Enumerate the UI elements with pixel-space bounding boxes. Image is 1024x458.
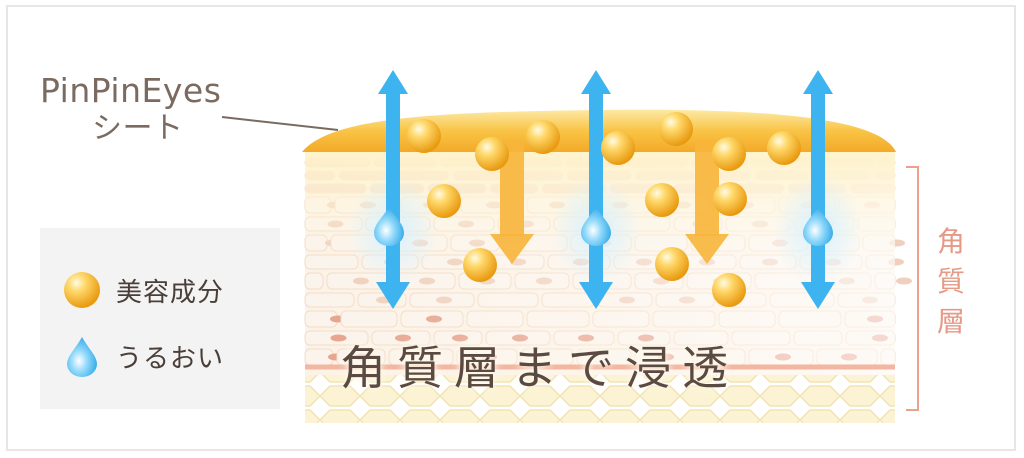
legend-label-moisture: うるおい xyxy=(116,343,225,374)
golden-sphere-icon xyxy=(712,137,746,171)
stratum-label-char: 角 xyxy=(936,225,965,258)
stratum-bracket xyxy=(906,166,919,411)
water-drop-icon xyxy=(67,337,97,377)
golden-sphere-icon xyxy=(601,131,635,165)
water-drop-icon xyxy=(803,207,833,246)
golden-sphere-icon xyxy=(526,120,560,154)
golden-sphere-icon xyxy=(712,273,746,307)
legend-label-ingredient: 美容成分 xyxy=(116,277,225,308)
stratum-label-char: 層 xyxy=(936,305,965,338)
sheet-label-name: PinPinEyes xyxy=(40,71,222,110)
golden-sphere-icon xyxy=(655,247,689,281)
legend-panel: 美容成分 うるおい xyxy=(40,228,280,409)
golden-sphere-icon xyxy=(767,131,801,165)
sheet-label: PinPinEyes シート xyxy=(40,72,260,148)
golden-sphere-icon xyxy=(713,182,747,216)
legend-item-moisture: うるおい xyxy=(62,334,224,378)
golden-sphere-icon xyxy=(645,183,679,217)
golden-sphere-icon xyxy=(463,248,497,282)
golden-sphere-icon xyxy=(407,119,441,153)
water-drop-icon xyxy=(374,207,404,246)
stratum-label-char: 質 xyxy=(936,265,965,298)
golden-sphere-icon xyxy=(659,112,693,146)
sheet-pointer-line xyxy=(221,116,339,131)
stratum-corneum-label: 角 質 層 xyxy=(936,222,966,342)
sheet-label-word: シート xyxy=(92,111,184,146)
golden-sphere-icon xyxy=(427,184,461,218)
cell-nucleus xyxy=(896,277,912,285)
deep-tissue-layer xyxy=(305,375,895,423)
legend-item-ingredient: 美容成分 xyxy=(62,268,224,312)
golden-sphere-icon xyxy=(64,272,100,308)
penetration-caption: 角質層まで浸透 xyxy=(340,341,739,395)
water-drop-icon xyxy=(581,207,611,246)
golden-sphere-icon xyxy=(475,137,509,171)
